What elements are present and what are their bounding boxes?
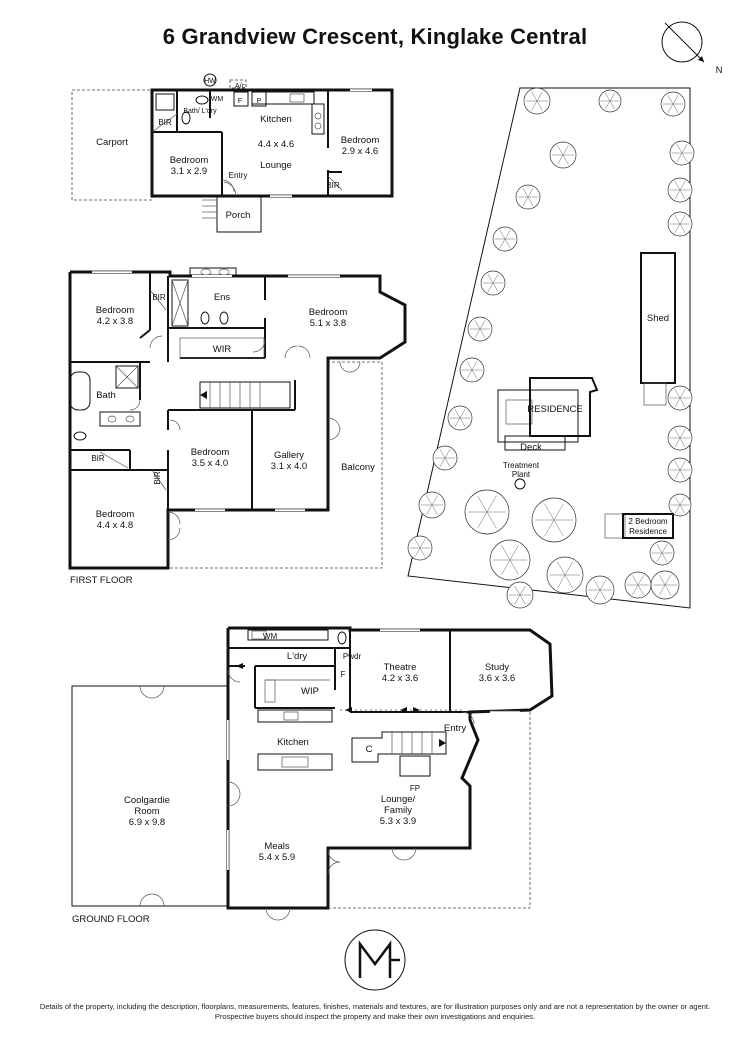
svg-text:Bath/ L'dry: Bath/ L'dry: [183, 108, 217, 115]
fireplace-label: FP: [410, 784, 420, 793]
entry-label: Entry: [229, 171, 248, 180]
bedroom-label: Bedroom: [309, 307, 348, 318]
second-residence-label: 2 Bedroom: [628, 517, 667, 526]
wir-label: WIR: [213, 344, 232, 355]
svg-text:5.4 x 5.9: 5.4 x 5.9: [259, 852, 295, 863]
lounge-family-label: Lounge/: [381, 794, 416, 805]
bir-label: BIR: [158, 118, 172, 127]
ground-floor-label: GROUND FLOOR: [72, 914, 150, 925]
plant-label: Plant: [512, 470, 531, 479]
gallery-label: Gallery: [274, 450, 304, 461]
svg-text:P: P: [257, 98, 262, 105]
svg-text:BIR: BIR: [152, 293, 166, 302]
svg-text:F: F: [238, 98, 242, 105]
coolgardie-room-label: Coolgardie: [124, 795, 170, 806]
mg-logo: MG: [344, 929, 406, 991]
svg-text:4.2 x 3.8: 4.2 x 3.8: [97, 316, 133, 327]
disclaimer-line-1: Details of the property, including the d…: [39, 1002, 711, 1011]
bedroom-label: Bedroom: [96, 305, 135, 316]
svg-text:Residence: Residence: [629, 527, 667, 536]
bath-label: Bath: [96, 390, 116, 401]
bedroom-label: Bedroom: [96, 509, 135, 520]
svg-text:WM: WM: [263, 632, 278, 641]
compass-north-label: N: [716, 65, 723, 76]
bedroom-label: Bedroom: [170, 155, 209, 166]
svg-text:HW: HW: [204, 78, 216, 85]
meals-label: Meals: [264, 841, 290, 852]
kitchen-label: Kitchen: [277, 737, 309, 748]
svg-text:6.9 x 9.8: 6.9 x 9.8: [129, 817, 165, 828]
svg-text:5.3 x 3.9: 5.3 x 3.9: [380, 816, 416, 827]
laundry-label: L'dry: [287, 651, 308, 662]
svg-text:Family: Family: [384, 805, 412, 816]
disclaimer: Details of the property, including the d…: [20, 1002, 730, 1022]
shed-label: Shed: [647, 313, 669, 324]
svg-text:BIR: BIR: [326, 181, 340, 190]
bedroom-label: Bedroom: [341, 135, 380, 146]
treatment-label: Treatment: [503, 461, 540, 470]
site-plan: RESIDENCE Deck Treatment Plant Shed 2 Be…: [407, 87, 695, 609]
ground-floor-plan: WM L'dry Pwdr F WIP Theatre 4.2 x 3.6 St…: [71, 626, 554, 925]
svg-text:F: F: [341, 670, 346, 679]
svg-text:BIR: BIR: [153, 471, 162, 485]
lounge-label: Lounge: [260, 160, 292, 171]
svg-text:2.9 x 4.6: 2.9 x 4.6: [342, 146, 378, 157]
carport-label: Carport: [96, 137, 128, 148]
ensuite-label: Ens: [214, 292, 231, 303]
disclaimer-line-2: Prospective buyers should inspect the pr…: [214, 1012, 536, 1021]
svg-text:3.1 x 2.9: 3.1 x 2.9: [171, 166, 207, 177]
residence-label: RESIDENCE: [527, 404, 582, 415]
svg-text:C: C: [366, 744, 373, 755]
svg-text:4.4 x 4.8: 4.4 x 4.8: [97, 520, 133, 531]
porch-label: Porch: [226, 210, 251, 221]
svg-text:Room: Room: [134, 806, 159, 817]
svg-text:3.6 x 3.6: 3.6 x 3.6: [479, 673, 515, 684]
svg-text:3.5 x 4.0: 3.5 x 4.0: [192, 458, 228, 469]
balcony-label: Balcony: [341, 462, 375, 473]
svg-text:4.2 x 3.6: 4.2 x 3.6: [382, 673, 418, 684]
svg-text:WM: WM: [211, 96, 224, 103]
svg-text:4.4 x 4.6: 4.4 x 4.6: [258, 139, 294, 150]
entry-label: Entry: [444, 723, 466, 734]
kitchen-label: Kitchen: [260, 114, 292, 125]
powder-room-label: Pwdr: [343, 652, 362, 661]
tree-group: [407, 87, 695, 609]
compass-icon: N: [661, 21, 723, 76]
deck-label: Deck: [520, 442, 542, 453]
first-floor-plan: Bedroom 4.2 x 3.8 BIR Ens WIR Bedroom 5.…: [68, 267, 407, 586]
page-title: 6 Grandview Crescent, Kinglake Central: [162, 24, 588, 49]
small-house-plan: HW WM A/c Carport BIR Bath/ L'dry F P Ki…: [71, 73, 394, 233]
svg-text:BIR: BIR: [91, 454, 105, 463]
wip-label: WIP: [301, 686, 319, 697]
svg-text:A/c: A/c: [235, 83, 246, 90]
study-label: Study: [485, 662, 510, 673]
first-floor-label: FIRST FLOOR: [70, 575, 133, 586]
theatre-label: Theatre: [384, 662, 417, 673]
svg-text:5.1 x 3.8: 5.1 x 3.8: [310, 318, 346, 329]
bedroom-label: Bedroom: [191, 447, 230, 458]
svg-text:3.1 x 4.0: 3.1 x 4.0: [271, 461, 307, 472]
